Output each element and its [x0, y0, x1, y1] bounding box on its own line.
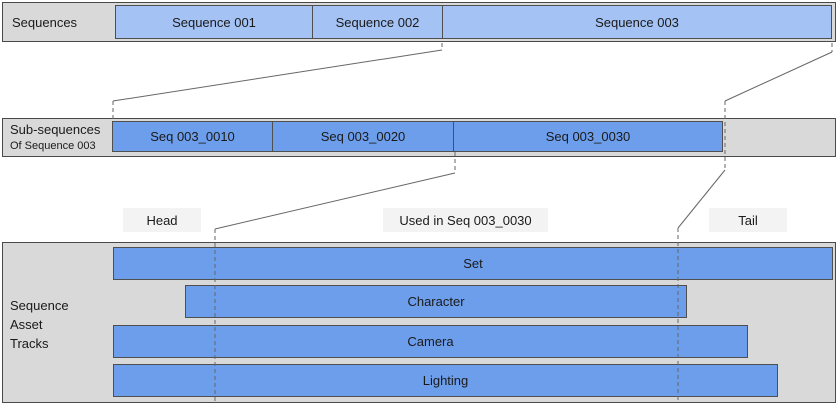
character-track-bar: Character [185, 285, 687, 318]
sequence-003-bar: Sequence 003 [442, 5, 832, 39]
subsequences-track-title: Sub-sequences Of Sequence 003 [10, 122, 100, 154]
asset-tracks-title: Sequence Asset Tracks [10, 296, 69, 353]
asset-tracks-title-line-2: Asset [10, 317, 43, 332]
seq-003-0010-bar: Seq 003_0010 [112, 121, 273, 152]
subsequences-subtitle-line: Of Sequence 003 [10, 140, 96, 152]
set-track-bar: Set [113, 247, 833, 280]
lighting-track-bar: Lighting [113, 364, 778, 397]
connector-seq003-left [112, 49, 443, 102]
subsequences-title-line: Sub-sequences [10, 122, 101, 137]
camera-track-bar: Camera [113, 325, 748, 358]
tail-label: Tail [709, 208, 787, 232]
seq-003-0030-bar: Seq 003_0030 [453, 121, 723, 152]
asset-tracks-title-line-3: Tracks [10, 336, 49, 351]
head-label: Head [123, 208, 201, 232]
seq-003-0020-bar: Seq 003_0020 [272, 121, 454, 152]
sequences-track-title: Sequences [12, 15, 78, 30]
connector-seq003-right [724, 51, 833, 102]
asset-tracks-title-line-1: Sequence [10, 298, 69, 313]
sequence-002-bar: Sequence 002 [312, 5, 443, 39]
sequence-001-bar: Sequence 001 [115, 5, 313, 39]
used-in-seq-label: Used in Seq 003_0030 [383, 208, 548, 232]
